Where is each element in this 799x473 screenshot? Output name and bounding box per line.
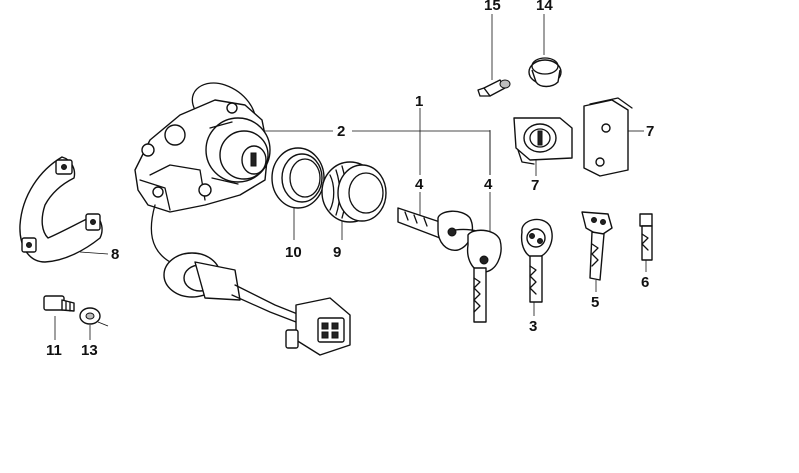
label-7: 7 bbox=[646, 123, 654, 140]
label-11: 10 bbox=[285, 244, 302, 261]
part-screw bbox=[43, 295, 75, 312]
label-14: 14 bbox=[536, 0, 553, 14]
part-bulb bbox=[477, 79, 511, 97]
label-10: 9 bbox=[333, 244, 341, 261]
part-key-pair bbox=[397, 207, 502, 323]
part-threaded-ring bbox=[321, 161, 387, 223]
label-3: 3 bbox=[529, 318, 537, 335]
part-cover-plate bbox=[583, 97, 633, 177]
part-bracket bbox=[19, 156, 103, 263]
label-1: 1 bbox=[415, 93, 423, 110]
label-4b: 4 bbox=[484, 176, 493, 193]
label-8: 7 bbox=[531, 177, 539, 194]
part-key-6 bbox=[639, 213, 653, 261]
label-13: 13 bbox=[81, 342, 98, 359]
part-ring bbox=[271, 147, 325, 209]
part-key-3 bbox=[520, 218, 553, 303]
label-4a: 4 bbox=[415, 176, 424, 193]
part-washer bbox=[79, 307, 101, 325]
label-9: 8 bbox=[111, 246, 119, 263]
label-6: 6 bbox=[641, 274, 649, 291]
callout-labels: 15 14 1 2 7 4 4 7 10 9 8 6 5 3 11 13 bbox=[46, 0, 654, 359]
label-5: 5 bbox=[591, 294, 599, 311]
label-15: 15 bbox=[484, 0, 501, 14]
label-2: 2 bbox=[337, 123, 345, 140]
part-lock-cylinder bbox=[513, 117, 573, 165]
part-key-5 bbox=[581, 211, 613, 281]
part-lock-housing bbox=[134, 82, 271, 263]
part-wiring-harness bbox=[163, 252, 351, 356]
label-12: 11 bbox=[46, 342, 62, 359]
part-cap bbox=[528, 57, 562, 88]
